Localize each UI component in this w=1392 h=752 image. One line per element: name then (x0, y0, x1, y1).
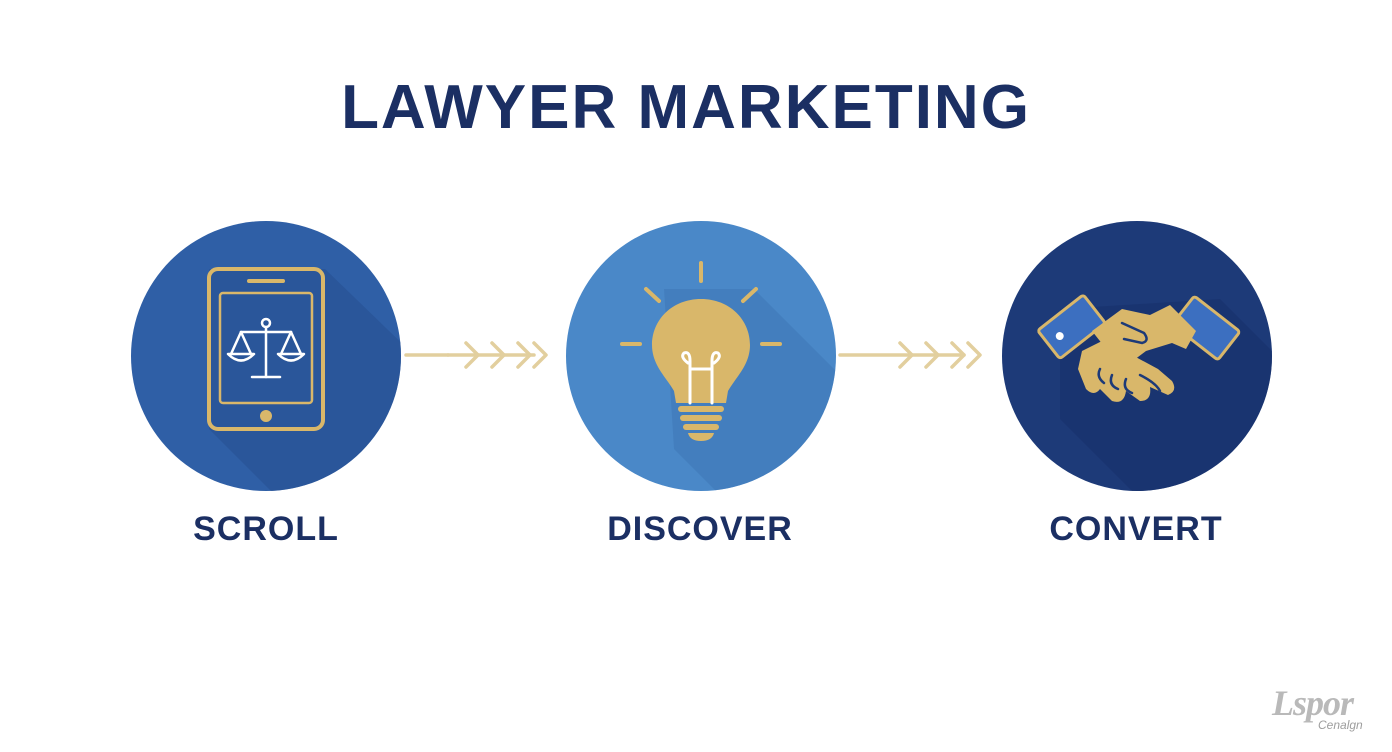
watermark-logo: Lspor Cenalgn (1268, 682, 1386, 734)
arrow-connector-1 (404, 341, 548, 369)
convert-step-circle (1002, 221, 1272, 491)
lightbulb-icon (620, 261, 782, 441)
scroll-step-label: SCROLL (193, 510, 339, 548)
page-title: LAWYER MARKETING (341, 73, 1031, 142)
discover-step-circle (566, 221, 836, 491)
scales-of-justice-icon (226, 317, 306, 379)
handshake-icon (1037, 294, 1241, 402)
tablet-scales-icon (207, 267, 325, 431)
discover-step-label: DISCOVER (607, 510, 793, 548)
watermark-main-text: Lspor (1272, 683, 1354, 723)
convert-step-label: CONVERT (1049, 510, 1223, 548)
scroll-step-circle (131, 221, 401, 491)
arrow-connector-2 (838, 341, 982, 369)
watermark-sub-text: Cenalgn (1318, 718, 1363, 732)
